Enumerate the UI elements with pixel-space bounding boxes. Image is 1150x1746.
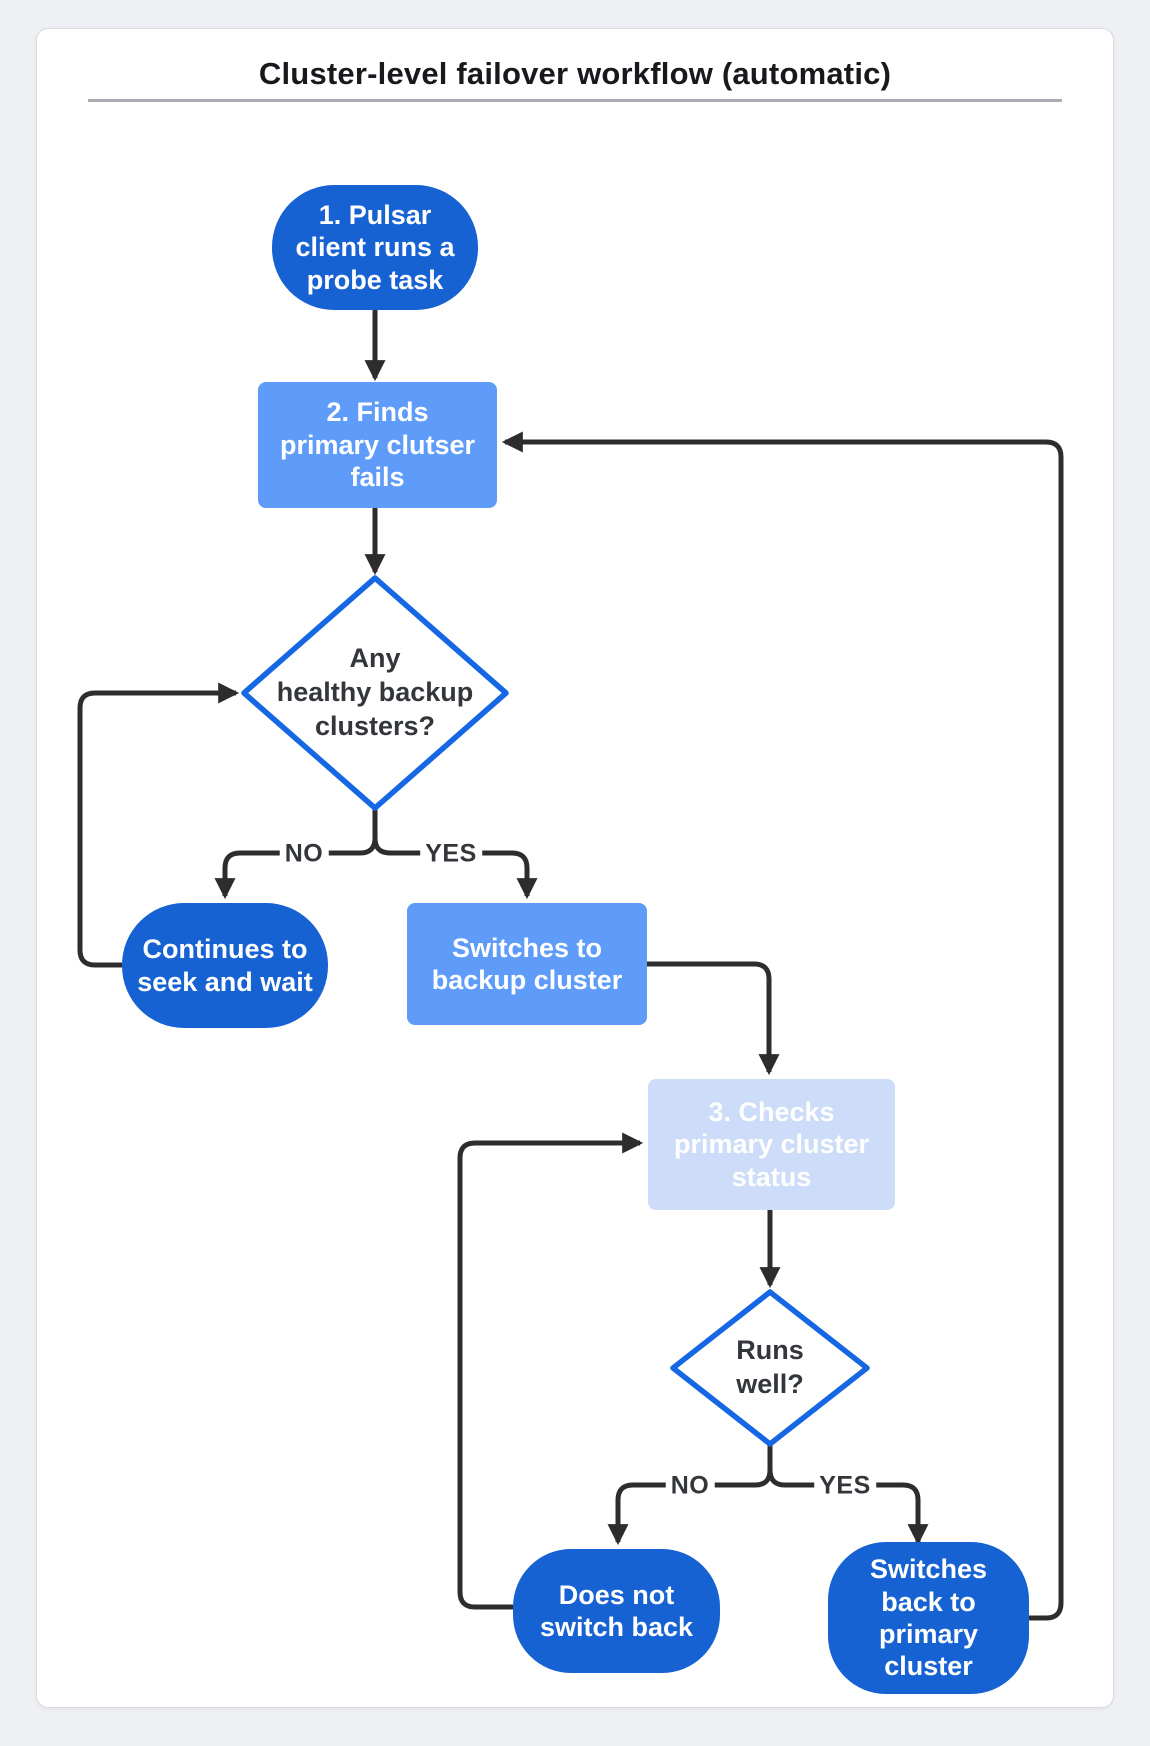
arrow-switchbackup-to-checks xyxy=(647,961,780,1076)
node-checks-primary-status: 3. Checks primary cluster status xyxy=(648,1079,895,1210)
arrow-continues-loop xyxy=(77,682,240,968)
decision-any-backup-label: Any healthy backup clusters? xyxy=(276,643,474,741)
decision-any-backup-shape xyxy=(241,575,509,811)
node-switches-back-primary: Switches back to primary cluster xyxy=(828,1542,1029,1694)
diagram-card xyxy=(36,28,1114,1708)
edge-label-no: NO xyxy=(665,1471,715,1501)
node-probe-task: 1. Pulsar client runs a probe task xyxy=(272,185,478,310)
node-does-not-switch-back: Does not switch back xyxy=(513,1549,720,1673)
arrow-noswitch-loop xyxy=(457,1132,644,1610)
node-continues-seek-wait: Continues to seek and wait xyxy=(122,903,328,1028)
edge-label-yes: YES xyxy=(814,1471,876,1501)
edge-label-no: NO xyxy=(279,839,329,869)
diagram-title: Cluster-level failover workflow (automat… xyxy=(258,56,892,91)
decision-runs-well-label: Runs well? xyxy=(736,1335,804,1399)
node-switches-to-backup: Switches to backup cluster xyxy=(407,903,647,1025)
decision-runs-well-shape xyxy=(670,1289,870,1447)
node-finds-primary-fails: 2. Finds primary clutser fails xyxy=(258,382,497,508)
edge-label-yes: YES xyxy=(420,839,482,869)
title-underline xyxy=(88,99,1062,102)
arrow-switchprimary-loop xyxy=(501,431,1064,1621)
